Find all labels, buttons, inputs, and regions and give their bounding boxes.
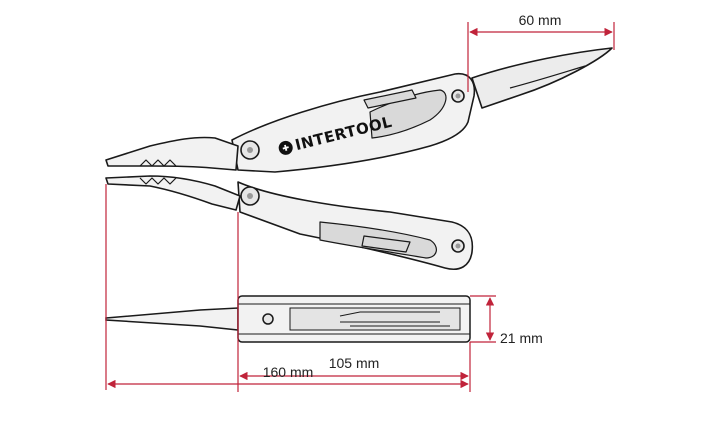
folded-tool-insert <box>289 307 461 331</box>
dimension-handle-length-label: 105 mm <box>329 355 380 371</box>
dimension-blade-length-label: 60 mm <box>519 12 562 28</box>
pliers-upper-jaw <box>105 136 239 171</box>
folded-pliers-nose <box>105 307 239 331</box>
dimension-total-length-label: 160 mm <box>263 364 314 380</box>
lower-handle-slot <box>361 235 411 253</box>
folded-multitool-illustration <box>105 295 471 343</box>
knife-blade <box>471 47 613 109</box>
knife-blade-bevel <box>509 65 586 89</box>
dimension-thickness-label: 21 mm <box>500 330 543 346</box>
pliers-lower-jaw <box>105 175 241 211</box>
pliers-teeth <box>139 159 177 185</box>
folded-pivot <box>262 313 274 325</box>
open-multitool-illustration <box>105 47 613 270</box>
dimension-lines <box>105 22 615 392</box>
upper-handle-slot <box>363 89 417 109</box>
